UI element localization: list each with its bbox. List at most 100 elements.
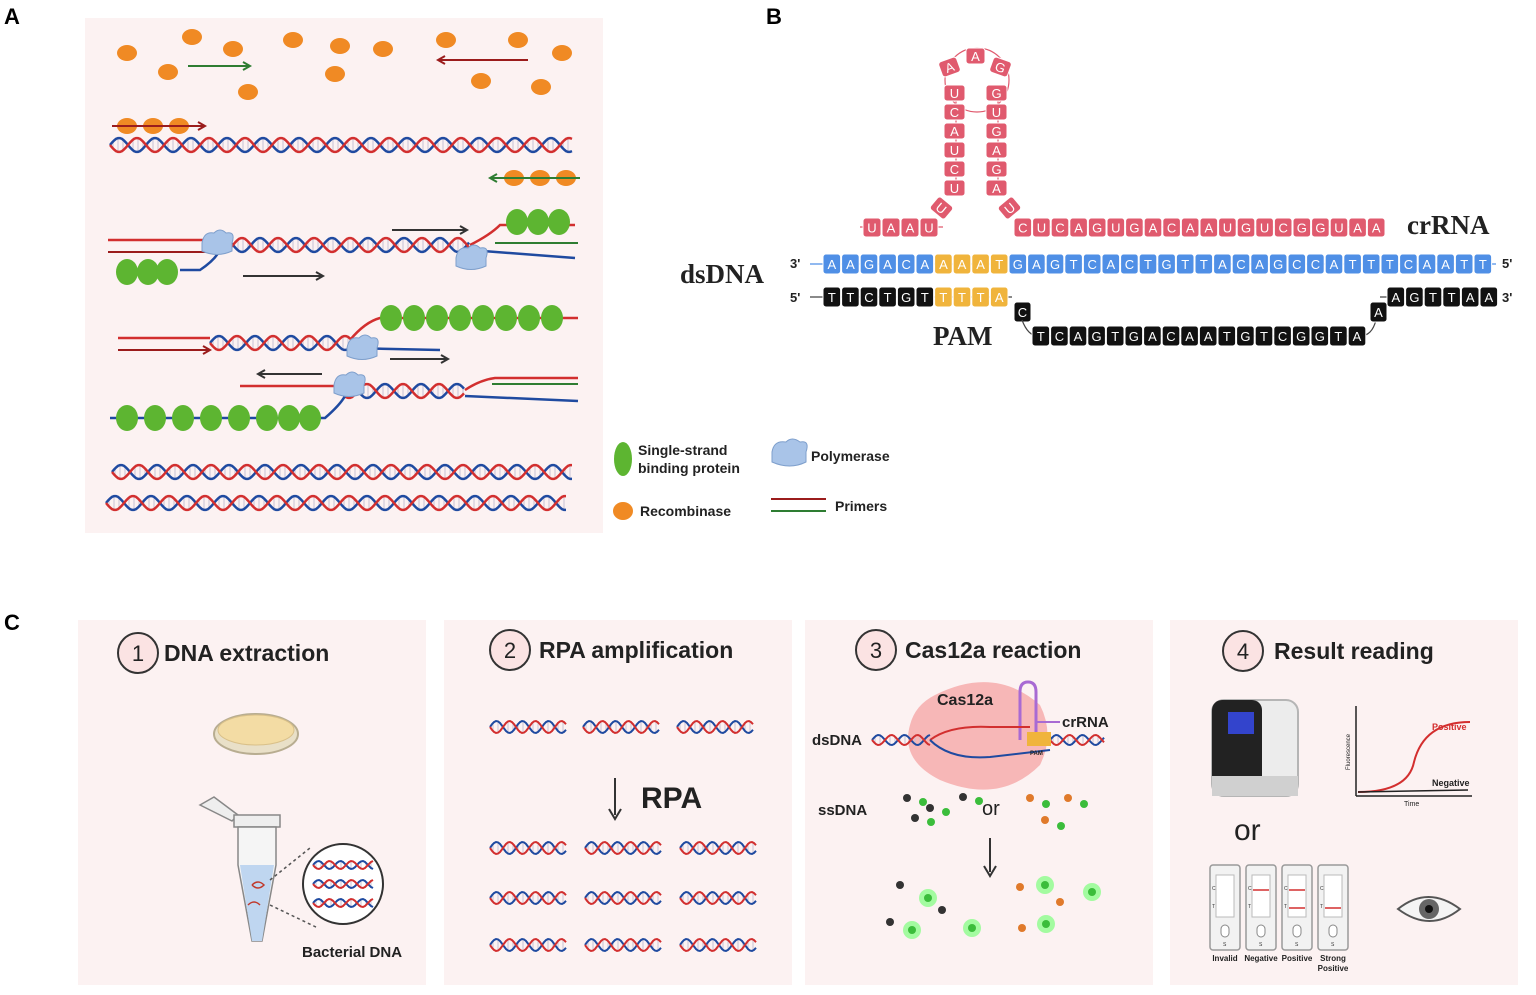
rpa-product-helix-0-2 xyxy=(679,840,757,856)
svg-text:A: A xyxy=(1255,257,1264,272)
bottom-left-base-7: T xyxy=(952,286,972,308)
top-strand-base-20: T xyxy=(1194,253,1214,275)
step4-number-circle xyxy=(1222,630,1264,672)
top-strand-base-9: T xyxy=(989,253,1009,275)
svg-text:C: C xyxy=(950,105,959,120)
svg-text:C: C xyxy=(1320,886,1324,892)
svg-text:C: C xyxy=(902,257,911,272)
recombinase-1 xyxy=(182,29,202,45)
eye-icon xyxy=(1396,896,1462,922)
bottom-loop-base-14: G xyxy=(1291,325,1311,347)
reporter-cleaved-oq-0 xyxy=(1016,883,1024,891)
reporter-cleaved-q-1 xyxy=(886,918,894,926)
ssb-d-2 xyxy=(172,405,194,431)
strand-blue-4 xyxy=(315,395,347,420)
stem-left-base-3: U xyxy=(943,141,966,159)
svg-text:G: G xyxy=(1162,257,1172,272)
svg-text:T: T xyxy=(939,290,947,305)
svg-text:G: G xyxy=(1129,221,1139,236)
svg-text:U: U xyxy=(1223,221,1232,236)
stem-right-base-1: U xyxy=(985,103,1008,121)
svg-text:C: C xyxy=(1278,329,1287,344)
reporter-cleaved-of-1 xyxy=(1083,883,1101,901)
svg-text:G: G xyxy=(1092,221,1102,236)
svg-text:A: A xyxy=(1441,257,1450,272)
svg-text:C: C xyxy=(1248,886,1252,892)
svg-text:T: T xyxy=(1429,290,1437,305)
recombinase-13 xyxy=(531,79,551,95)
step4-title: Result reading xyxy=(1274,638,1434,664)
step3-title: Cas12a reaction xyxy=(905,637,1081,663)
top-strand-base-15: A xyxy=(1101,253,1121,275)
bottom-loop-base-2: A xyxy=(1068,325,1088,347)
svg-text:A: A xyxy=(883,257,892,272)
bottom-left-base-5: T xyxy=(915,286,935,308)
bacterial-dna-label: Bacterial DNA xyxy=(302,944,402,961)
svg-text:T: T xyxy=(1037,329,1045,344)
reporter-cleaved-q-0 xyxy=(896,881,904,889)
dsdna-helix-6 xyxy=(105,494,566,512)
svg-text:G: G xyxy=(864,257,874,272)
step3-pam-box xyxy=(1027,732,1051,746)
ssb-d-0 xyxy=(116,405,138,431)
recombinase-4 xyxy=(330,38,350,54)
bottom-loop-base-4: T xyxy=(1105,325,1125,347)
svg-text:C: C xyxy=(1055,329,1064,344)
legend: Single-strand binding protein Recombinas… xyxy=(613,438,890,520)
top-strand-base-32: A xyxy=(1417,253,1437,275)
rpa-input-helix-2 xyxy=(676,719,754,735)
stem-right-base-2: G xyxy=(985,122,1008,140)
top-strand-base-10: G xyxy=(1008,253,1028,275)
svg-text:G: G xyxy=(1273,257,1283,272)
dsdna-helix-3 xyxy=(209,334,351,352)
primer-red-3 xyxy=(118,345,213,355)
top-strand-base-5: A xyxy=(915,253,935,275)
svg-text:G: G xyxy=(1409,290,1419,305)
svg-text:C: C xyxy=(1279,221,1288,236)
svg-text:A: A xyxy=(995,290,1004,305)
bottom-left-base-4: G xyxy=(896,286,916,308)
extension-arrow-4a xyxy=(255,369,322,379)
panel-a-rpa-diagram: Single-strand binding protein Recombinas… xyxy=(105,29,890,520)
bottom-loop-base-3: G xyxy=(1087,325,1106,347)
ssdna-label: ssDNA xyxy=(818,802,867,819)
top-strand-base-19: T xyxy=(1175,253,1195,275)
svg-text:A: A xyxy=(971,49,980,64)
rpa-arrow-head xyxy=(608,808,622,821)
crrna-right-base-11: U xyxy=(1218,217,1237,238)
top-strand-base-25: C xyxy=(1287,253,1307,275)
reporter-intact-orange-1 xyxy=(1064,794,1072,802)
svg-text:T: T xyxy=(1070,257,1078,272)
step3-crrna-label: crRNA xyxy=(1062,714,1109,731)
bottom-loop-base-12: T xyxy=(1254,325,1274,347)
petri-dish-icon xyxy=(213,713,299,755)
bottom-left-base-8: T xyxy=(971,286,990,308)
crrna-right-base-0: C xyxy=(1013,217,1033,238)
strip-label-0: Invalid xyxy=(1212,954,1237,963)
crrna-right-base-15: G xyxy=(1292,217,1312,238)
top-strand-left-end: 3' xyxy=(790,256,800,271)
top-strand-base-27: A xyxy=(1324,253,1344,275)
stem-left-base-5: U xyxy=(943,179,966,197)
legend-recombinase-label: Recombinase xyxy=(640,503,731,519)
fluorescence-axis-label: Fluorescence xyxy=(1346,733,1352,770)
step1-number: 1 xyxy=(132,641,144,666)
svg-text:G: G xyxy=(1315,329,1325,344)
stem-left-base-1: C xyxy=(943,103,966,121)
svg-text:C: C xyxy=(1284,886,1288,892)
step1-header: 1 DNA extraction xyxy=(117,632,329,674)
reporter-cleaved-f-2 xyxy=(963,919,981,937)
panel-c-workflow: 1 DNA extraction 2 RPA amplification 3 C… xyxy=(117,629,1472,973)
bottom-left-base-9: A xyxy=(989,286,1009,308)
primer-green-free xyxy=(188,61,253,71)
svg-text:U: U xyxy=(1260,221,1269,236)
svg-text:S: S xyxy=(1259,942,1263,948)
step2-header: 2 RPA amplification xyxy=(489,629,733,671)
svg-text:C: C xyxy=(1125,257,1134,272)
cas12a-label: Cas12a xyxy=(937,692,993,709)
bottom-loop-base-15: G xyxy=(1310,325,1330,347)
bottom-loop-base-7: C xyxy=(1161,325,1181,347)
